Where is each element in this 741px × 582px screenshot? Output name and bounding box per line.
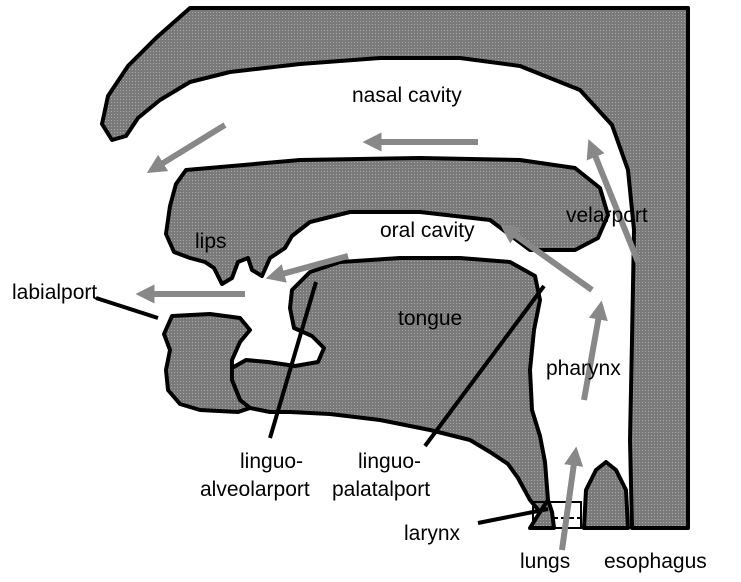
label-oral-cavity: oral cavity: [380, 219, 475, 242]
label-linguo-alveolarport-1: linguo-: [240, 450, 303, 473]
label-linguo-alveolarport-2: alveolarport: [200, 478, 310, 501]
label-esophagus: esophagus: [604, 550, 707, 573]
arrow-pharynx: [584, 310, 600, 400]
leader-labialport: [96, 298, 158, 318]
arrow-nostril: [155, 125, 225, 168]
label-linguo-palatalport-2: palatalport: [332, 478, 430, 501]
label-tongue: tongue: [398, 307, 462, 330]
label-lips: lips: [195, 230, 227, 253]
label-nasal-cavity: nasal cavity: [352, 84, 462, 107]
label-linguo-palatalport-1: linguo-: [358, 450, 421, 473]
label-labialport: labialport: [12, 281, 97, 304]
tongue-tissue: [232, 258, 548, 512]
esophagus-tissue: [584, 462, 628, 528]
label-velarport: velarport: [566, 204, 648, 227]
label-larynx: larynx: [404, 522, 461, 545]
label-lungs: lungs: [520, 550, 570, 573]
label-pharynx: pharynx: [546, 357, 621, 380]
